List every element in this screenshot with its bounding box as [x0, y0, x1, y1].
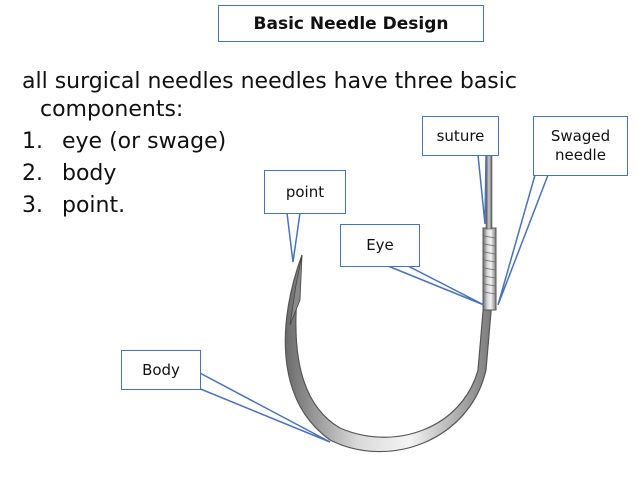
list-item: 1. eye (or swage) — [22, 126, 542, 158]
swaged-label-line-1: Swaged — [550, 127, 611, 145]
suture-label: suture — [436, 126, 485, 145]
point-label: point — [285, 182, 325, 201]
needle-point — [289, 254, 303, 326]
point-callout: point — [264, 170, 346, 214]
swaged-needle-callout: Swaged needle — [533, 116, 628, 176]
list-item: 2. body — [22, 158, 542, 190]
list-item: 3. point. — [22, 190, 542, 222]
eye-leader — [387, 265, 485, 306]
swage-ridges — [483, 235, 496, 295]
intro-text: all surgical needles needles have three … — [22, 68, 542, 124]
eye-callout: Eye — [340, 224, 420, 267]
swaged-label-line-2: needle — [555, 146, 606, 164]
intro-line-2: components: — [40, 97, 184, 122]
list-item-text: body — [62, 161, 117, 186]
needle-body — [284, 254, 493, 453]
list-item-text: point. — [62, 193, 126, 218]
suture-callout: suture — [422, 116, 499, 156]
body-callout: Body — [121, 350, 201, 390]
intro-line-1: all surgical needles needles have three … — [22, 69, 517, 94]
eye-label: Eye — [366, 236, 394, 254]
list-item-number: 1. — [22, 129, 43, 154]
bullet-list: all surgical needles needles have three … — [22, 68, 542, 222]
body-label: Body — [142, 360, 180, 379]
list-item-text: eye (or swage) — [62, 129, 227, 154]
list-item-number: 3. — [22, 193, 43, 218]
component-list: 1. eye (or swage) 2. body 3. point. — [22, 126, 542, 222]
list-item-number: 2. — [22, 161, 43, 186]
slide-title: Basic Needle Design — [218, 5, 484, 42]
